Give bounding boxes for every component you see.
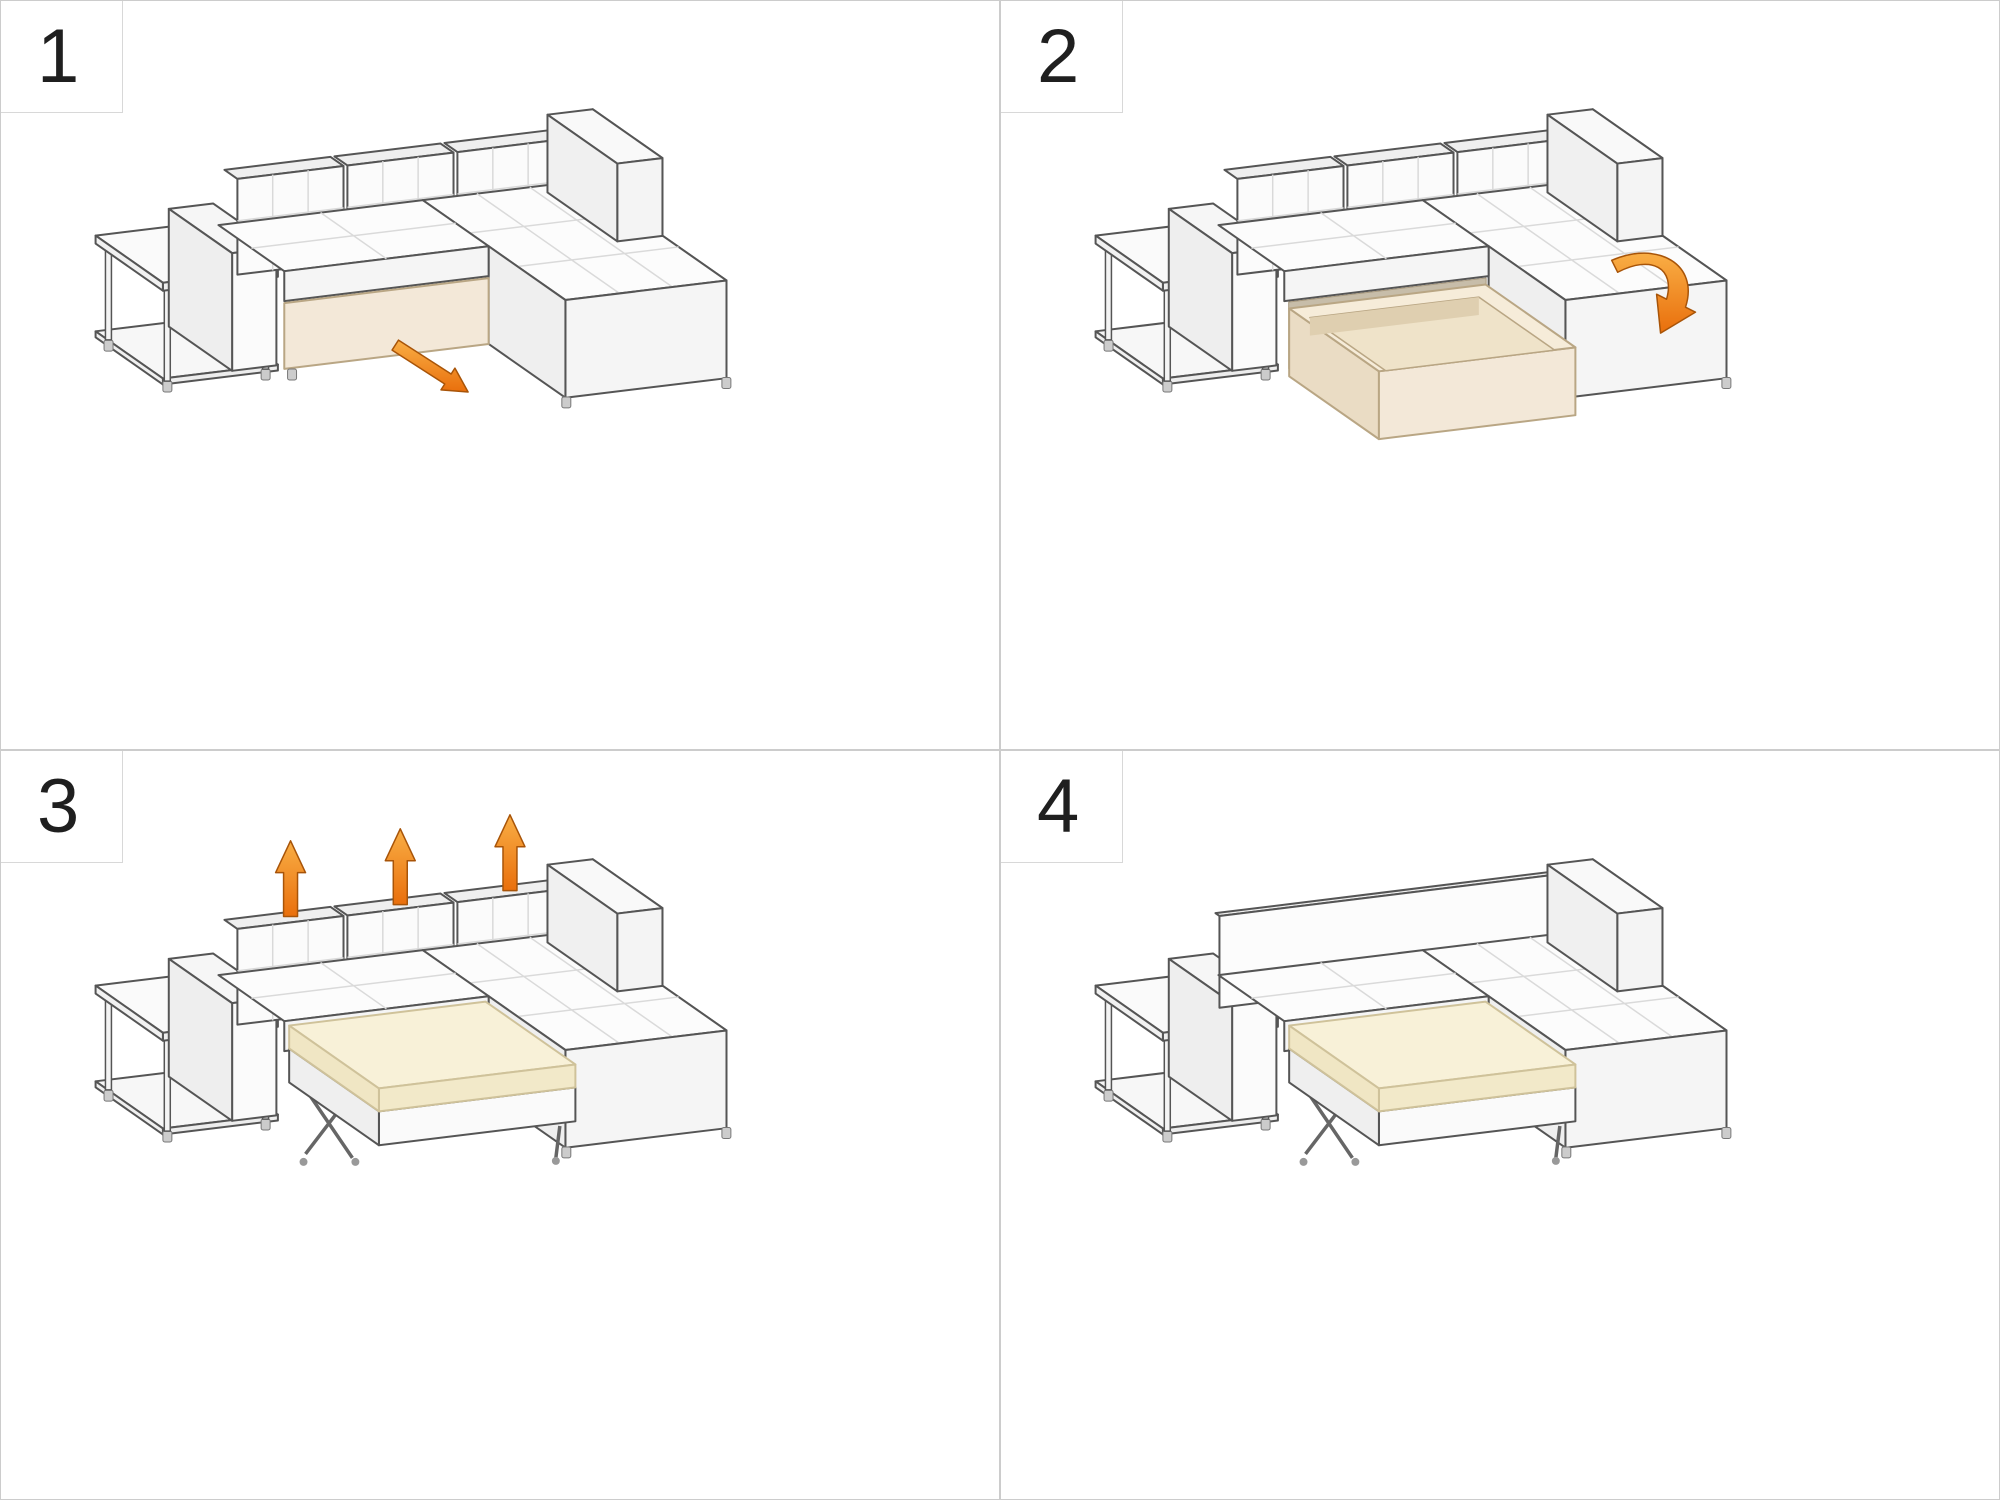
illustration-corner-sofa-closed	[94, 108, 732, 409]
arrow-up-lift-icon	[384, 828, 416, 906]
illustration-corner-sofa-bed-platform-out	[94, 814, 732, 1168]
step-panel-4: 4	[1001, 751, 1999, 1499]
arrow-up-lift-icon	[494, 814, 526, 892]
step-number: 4	[1037, 763, 1080, 849]
step-number-badge: 4	[1001, 751, 1123, 863]
step-number-badge: 3	[1, 751, 123, 863]
step-panel-3: 3	[1, 751, 999, 1499]
step-number-badge: 1	[1, 1, 123, 113]
step-number: 3	[37, 763, 80, 849]
arrow-up-lift-icon	[274, 840, 307, 918]
step-number: 2	[1037, 13, 1080, 99]
step-panel-1: 1	[1, 1, 999, 749]
illustration-corner-sofa-drawer-extended	[1094, 108, 1732, 441]
step-panel-2: 2	[1001, 1, 1999, 749]
illustration-corner-sofa-converted-to-bed	[1094, 858, 1732, 1168]
step-number-badge: 2	[1001, 1, 1123, 113]
step-number: 1	[37, 13, 80, 99]
